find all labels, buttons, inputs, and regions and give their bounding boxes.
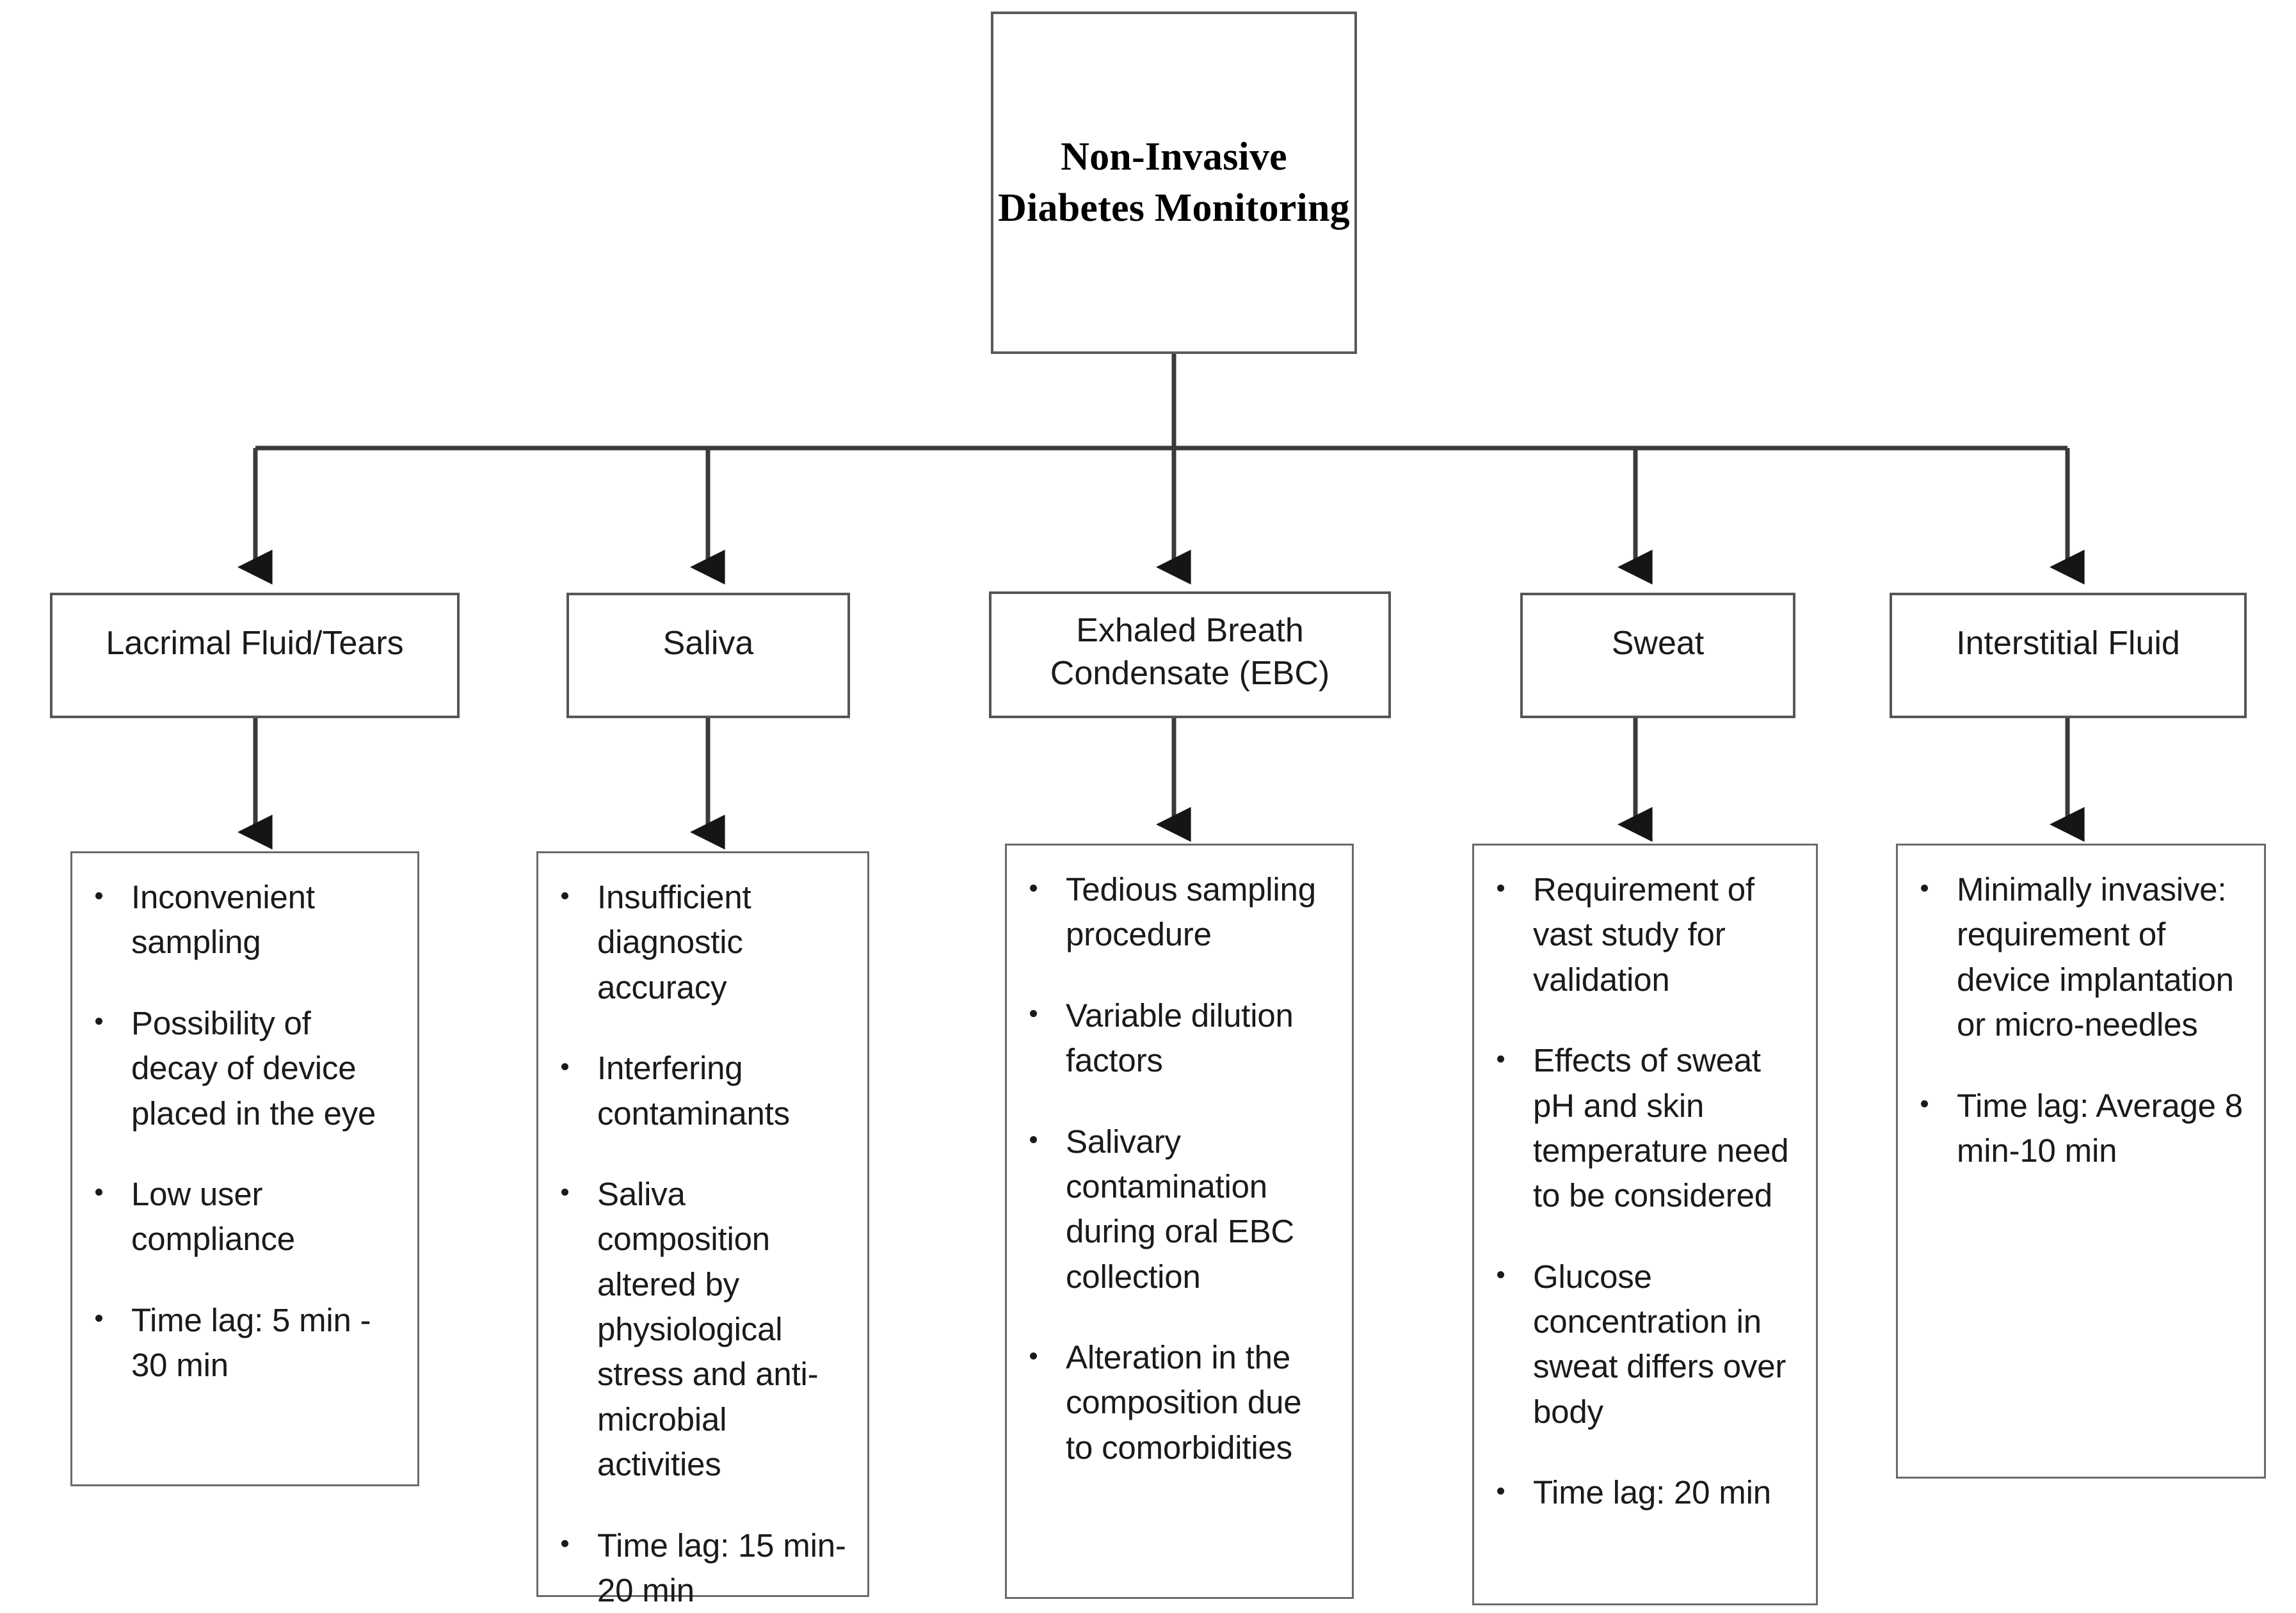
bullet-text: Time lag: 5 min - 30 min [131, 1301, 371, 1383]
bullet-dot-icon [1030, 1010, 1037, 1018]
bullet-dot-icon [1921, 884, 1928, 892]
list-item: Insufficient diagnostic accuracy [555, 875, 851, 1010]
list-item: Variable dilution factors [1024, 993, 1335, 1084]
bullet-dot-icon [561, 1063, 568, 1070]
list-item: Time lag: Average 8 min-10 min [1915, 1084, 2247, 1174]
list-item: Glucose concentration in sweat differs o… [1491, 1255, 1799, 1435]
category-node-interstitial-fluid: Interstitial Fluid [1890, 593, 2247, 718]
list-item: Saliva composition altered by physiologi… [555, 1172, 851, 1488]
list-item: Interfering contaminants [555, 1046, 851, 1136]
bullet-list-saliva: Insufficient diagnostic accuracy Interfe… [555, 875, 851, 1613]
bullet-text: Saliva composition altered by physiologi… [597, 1175, 819, 1483]
bullet-text: Minimally invasive: requirement of devic… [1957, 871, 2234, 1043]
category-label-sweat: Sweat [1611, 625, 1705, 662]
detail-node-saliva: Insufficient diagnostic accuracy Interfe… [536, 851, 869, 1609]
list-item: Possibility of decay of device placed in… [89, 1001, 401, 1136]
category-label-lacrimal-fluid-tears: Lacrimal Fluid/Tears [106, 625, 404, 662]
bullet-list-interstitial-fluid: Minimally invasive: requirement of devic… [1915, 867, 2247, 1173]
bullet-text: Salivary contamination during oral EBC c… [1066, 1123, 1295, 1295]
list-item: Minimally invasive: requirement of devic… [1915, 867, 2247, 1048]
bullet-text: Glucose concentration in sweat differs o… [1533, 1258, 1786, 1430]
bullet-dot-icon [95, 1189, 102, 1196]
list-item: Low user compliance [89, 1172, 401, 1262]
bullet-text: Alteration in the composition due to com… [1066, 1339, 1302, 1466]
detail-node-exhaled-breath-condensate: Tedious sampling procedure Variable dilu… [1005, 844, 1354, 1599]
list-item: Requirement of vast study for validation [1491, 867, 1799, 1002]
bullet-dot-icon [95, 892, 102, 899]
detail-node-lacrimal-fluid-tears: Inconvenient sampling Possibility of dec… [70, 851, 419, 1486]
category-node-lacrimal-fluid-tears: Lacrimal Fluid/Tears [50, 593, 460, 718]
root-node-non-invasive-diabetes-monitoring: Non-Invasive Diabetes Monitoring [991, 12, 1357, 354]
bullet-text: Low user compliance [131, 1175, 295, 1258]
category-label-interstitial-fluid: Interstitial Fluid [1956, 625, 2180, 662]
list-item: Alteration in the composition due to com… [1024, 1335, 1335, 1470]
bullet-text: Tedious sampling procedure [1066, 871, 1316, 953]
bullet-dot-icon [95, 1018, 102, 1025]
bullet-dot-icon [1030, 1136, 1037, 1144]
bullet-text: Possibility of decay of device placed in… [131, 1004, 376, 1132]
list-item: Effects of sweat pH and skin temperature… [1491, 1038, 1799, 1219]
bullet-dot-icon [95, 1315, 102, 1322]
list-item: Salivary contamination during oral EBC c… [1024, 1119, 1335, 1300]
category-label-saliva: Saliva [662, 625, 754, 662]
bullet-list-lacrimal-fluid-tears: Inconvenient sampling Possibility of dec… [89, 875, 401, 1388]
bullet-dot-icon [1921, 1100, 1928, 1108]
category-node-saliva: Saliva [566, 593, 850, 718]
bullet-dot-icon [561, 1540, 568, 1548]
bullet-dot-icon [1497, 1055, 1504, 1063]
bullet-dot-icon [561, 892, 568, 899]
bullet-list-sweat: Requirement of vast study for validation… [1491, 867, 1799, 1516]
bullet-text: Interfering contaminants [597, 1050, 790, 1132]
bullet-text: Variable dilution factors [1066, 997, 1294, 1079]
root-node-label: Non-Invasive Diabetes Monitoring [998, 135, 1350, 230]
bullet-list-exhaled-breath-condensate: Tedious sampling procedure Variable dilu… [1024, 867, 1335, 1470]
list-item: Tedious sampling procedure [1024, 867, 1335, 958]
bullet-dot-icon [1497, 1487, 1504, 1495]
bullet-dot-icon [1497, 884, 1504, 892]
bullet-text: Time lag: 20 min [1533, 1474, 1771, 1511]
bullet-text: Insufficient diagnostic accuracy [597, 879, 751, 1006]
list-item: Time lag: 5 min - 30 min [89, 1298, 401, 1388]
bullet-dot-icon [1497, 1271, 1504, 1279]
bullet-text: Inconvenient sampling [131, 879, 315, 961]
bullet-text: Effects of sweat pH and skin temperature… [1533, 1042, 1789, 1214]
list-item: Time lag: 15 min-20 min [555, 1523, 851, 1613]
list-item: Time lag: 20 min [1491, 1470, 1799, 1515]
bullet-dot-icon [561, 1189, 568, 1196]
list-item: Inconvenient sampling [89, 875, 401, 965]
bullet-dot-icon [1030, 884, 1037, 892]
category-node-exhaled-breath-condensate: Exhaled Breath Condensate (EBC) [989, 591, 1391, 718]
detail-node-sweat: Requirement of vast study for validation… [1472, 844, 1818, 1605]
bullet-dot-icon [1030, 1352, 1037, 1360]
bullet-text: Requirement of vast study for validation [1533, 871, 1754, 998]
detail-node-interstitial-fluid: Minimally invasive: requirement of devic… [1896, 844, 2266, 1479]
category-label-exhaled-breath-condensate: Exhaled Breath Condensate (EBC) [1050, 612, 1330, 692]
category-node-sweat: Sweat [1520, 593, 1795, 718]
bullet-text: Time lag: Average 8 min-10 min [1957, 1087, 2243, 1169]
bullet-text: Time lag: 15 min-20 min [597, 1527, 846, 1609]
